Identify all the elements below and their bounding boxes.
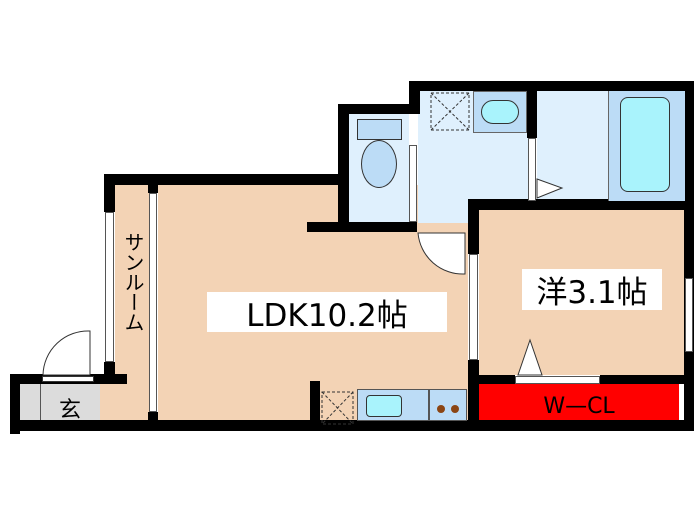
closet-label: W—CL — [543, 394, 615, 419]
wall — [479, 375, 515, 384]
fridge-space-icon — [321, 391, 354, 425]
toilet-door — [409, 145, 417, 222]
wall — [104, 362, 115, 384]
washbasin-sink — [481, 100, 519, 124]
kitchen-stove — [429, 389, 467, 421]
entrance-floor — [20, 383, 102, 420]
western-left-window — [469, 254, 478, 360]
closet-door-swing — [517, 338, 543, 376]
bathtub — [620, 97, 670, 192]
wall — [10, 374, 20, 434]
wall — [148, 185, 158, 193]
wall — [409, 81, 694, 91]
wall — [403, 224, 409, 232]
wall — [10, 420, 693, 431]
wall — [310, 381, 320, 421]
entrance-divider — [40, 384, 41, 420]
entrance-door-sill — [42, 376, 94, 382]
wall — [338, 104, 418, 114]
bathroom-door-swing — [536, 178, 564, 199]
western-right-window — [685, 278, 693, 352]
entrance-step — [100, 383, 115, 420]
ldk-label: LDK10.2帖 — [207, 292, 447, 334]
toilet-bowl — [361, 140, 397, 188]
wall — [684, 81, 694, 431]
kitchen-sink — [366, 395, 402, 417]
sunroom-label: サンルーム — [121, 232, 145, 332]
sunroom-inner-window — [149, 193, 157, 412]
washroom-door-swing — [417, 232, 466, 275]
closet-door — [515, 376, 600, 384]
entrance-door-swing — [42, 330, 91, 376]
wall — [148, 412, 158, 422]
toilet-tank — [357, 119, 402, 140]
wall — [104, 174, 342, 185]
wall — [600, 375, 685, 384]
entrance-label: 玄 — [58, 398, 81, 423]
wall — [104, 174, 115, 212]
sunroom-outer-window — [105, 212, 114, 362]
wall — [527, 91, 537, 138]
washer-space-icon — [430, 92, 470, 131]
wall — [409, 81, 420, 114]
western-room-label: 洋3.1帖 — [522, 269, 662, 311]
wall — [307, 222, 417, 232]
wall — [468, 360, 479, 430]
stove-burner-icon — [451, 405, 459, 413]
stove-burner-icon — [437, 405, 445, 413]
wall — [468, 199, 694, 210]
bathroom-door — [528, 138, 536, 201]
wall — [468, 199, 479, 254]
wall — [338, 104, 349, 226]
